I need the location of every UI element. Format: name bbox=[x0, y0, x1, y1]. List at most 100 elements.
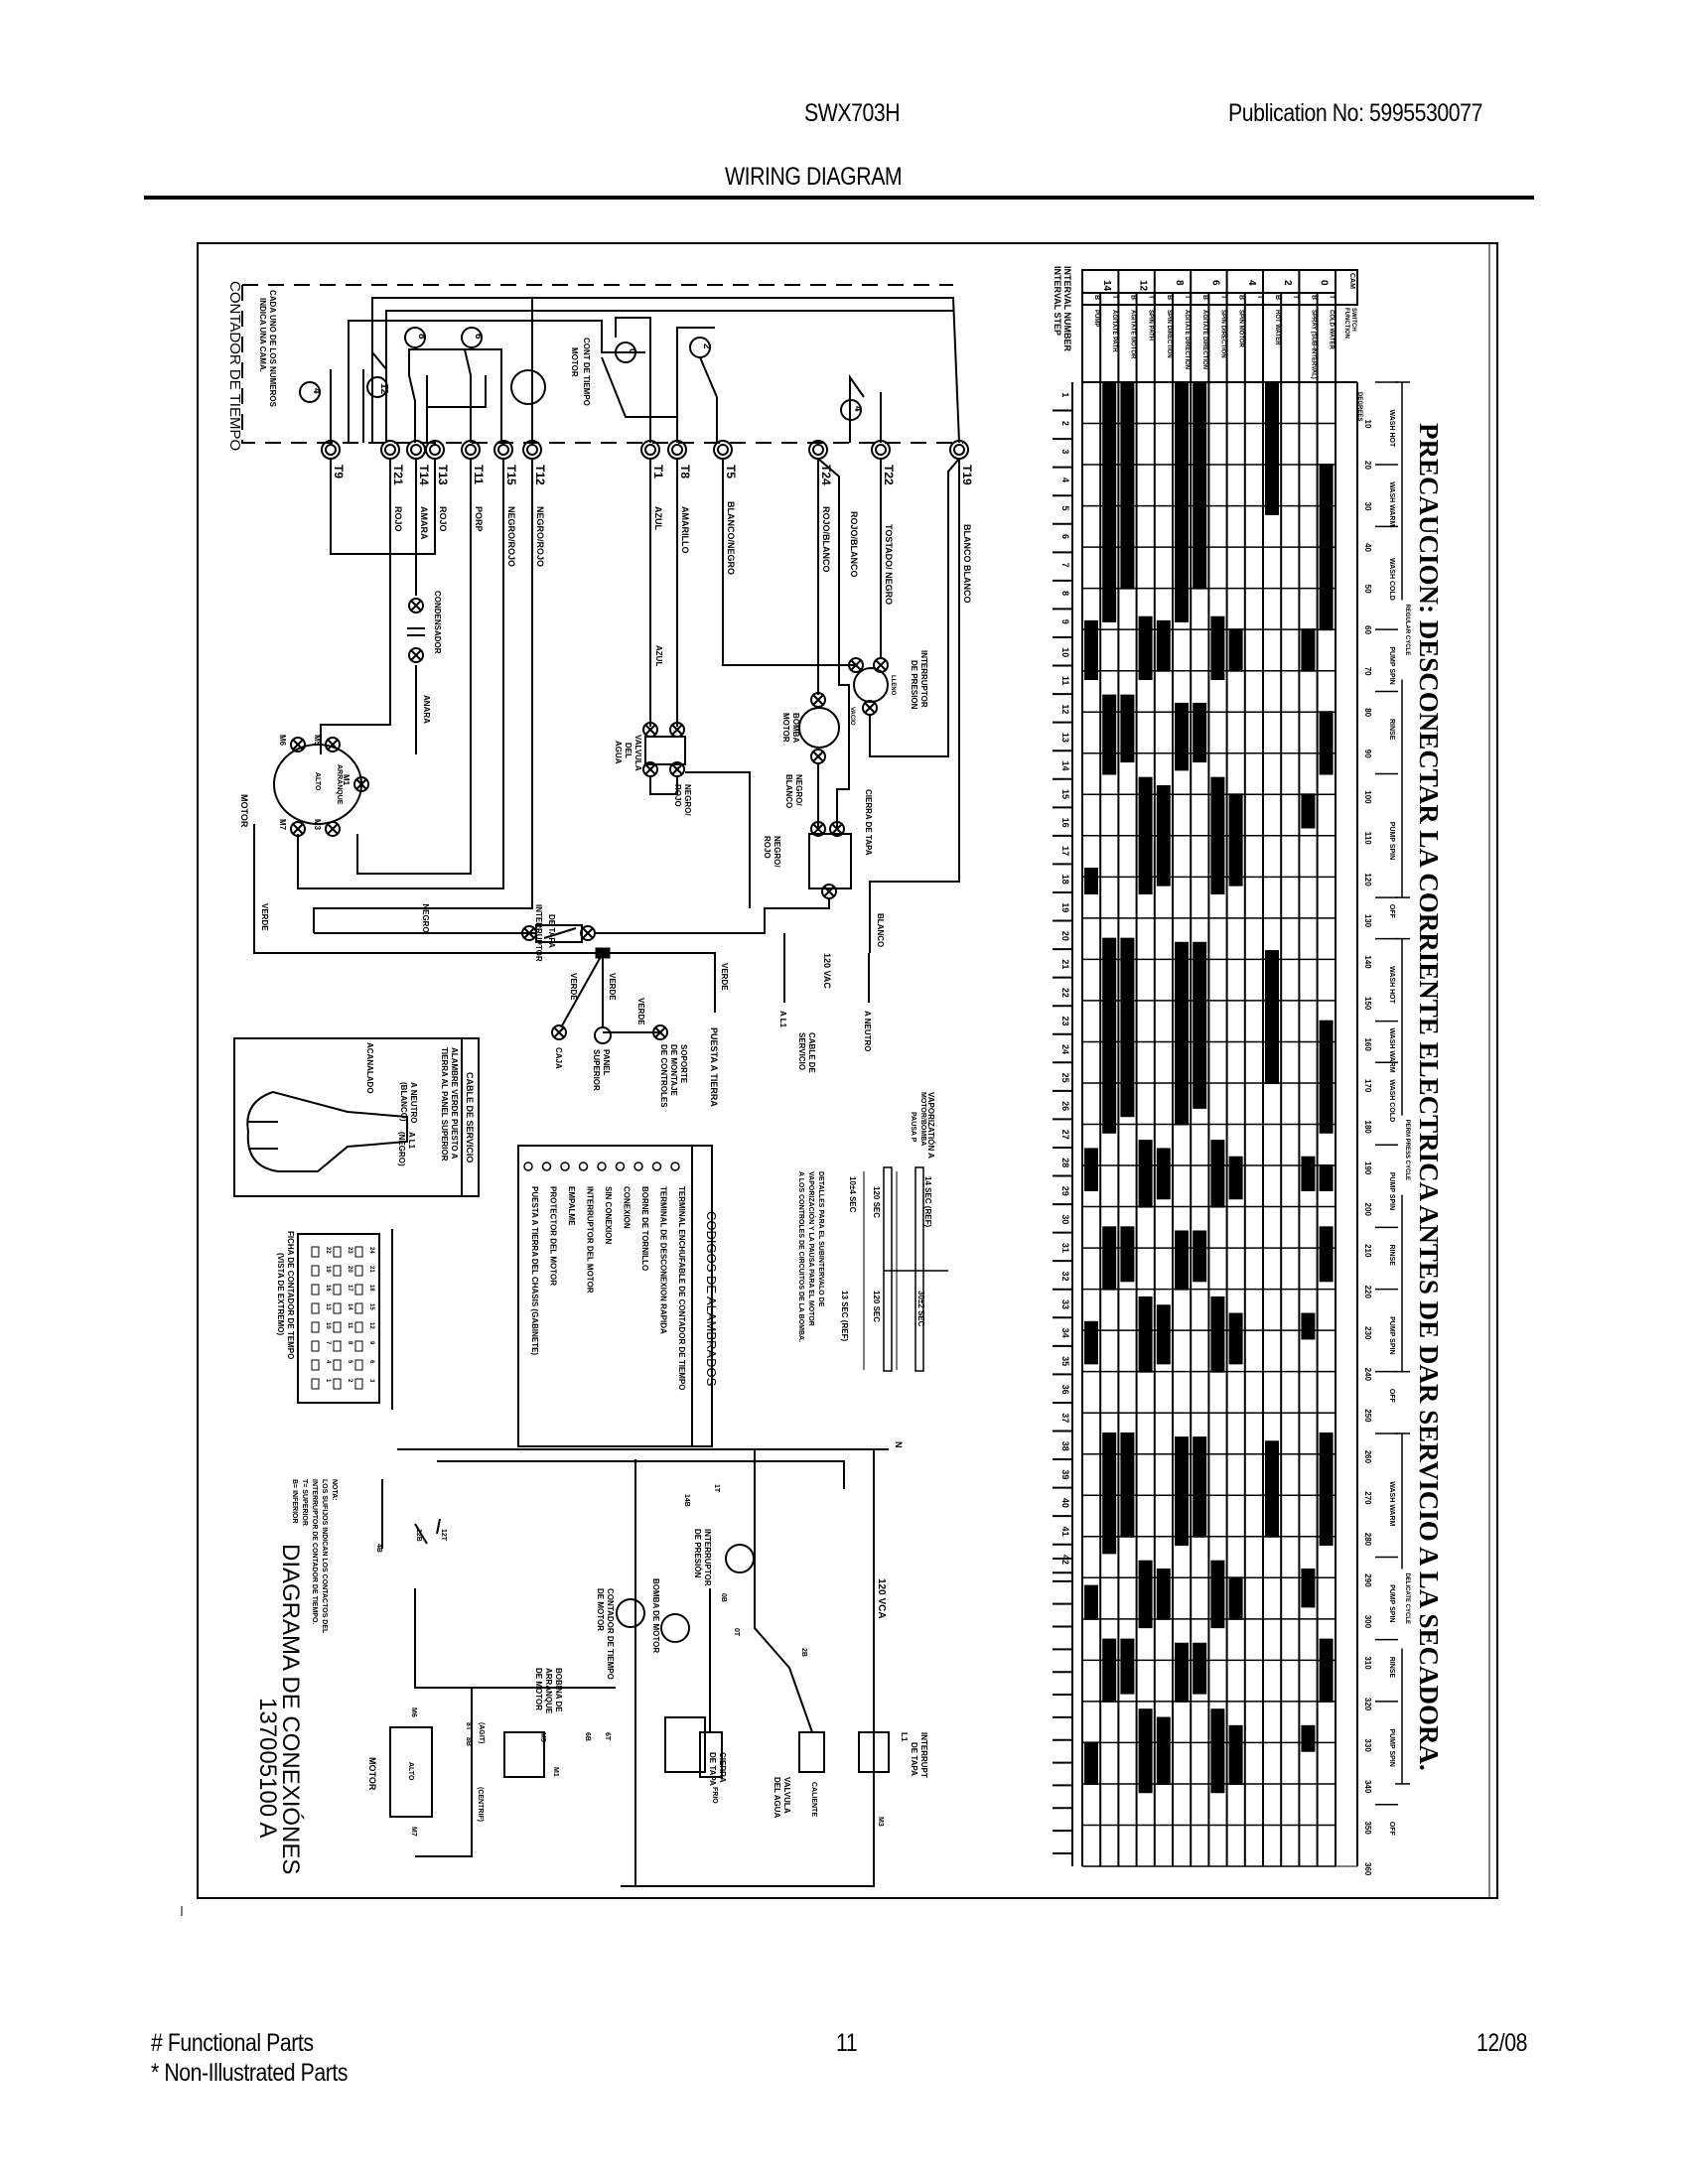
timing-30sec: 30±2 SEC bbox=[916, 1291, 925, 1327]
cam-number: 12 bbox=[378, 383, 389, 395]
degree-label: 110 bbox=[1363, 832, 1372, 845]
cam-number: 14 bbox=[1101, 280, 1112, 292]
terminal-T12-inner bbox=[526, 444, 538, 456]
ground-wire bbox=[253, 824, 716, 1013]
code-item-label: PUESTA A TIERRA DEL CHASIS (GABINETE) bbox=[530, 1186, 539, 1355]
hot-valve-label: CALIENTE bbox=[810, 1782, 817, 1817]
terminal-T8 bbox=[667, 440, 687, 460]
connector-pin-number: 16 bbox=[325, 1285, 331, 1292]
cam-tb-label: T bbox=[1329, 295, 1336, 300]
timer-bus bbox=[348, 320, 645, 443]
motor-high-label: ALTO bbox=[314, 772, 321, 791]
schematic-bus bbox=[437, 1460, 845, 1489]
code-item-label: TERMINAL ENCHUFABLE DE CONTADOR DE TIEMP… bbox=[677, 1186, 686, 1390]
cam-tb-label: T bbox=[1148, 295, 1155, 300]
cam-on-bar bbox=[1120, 694, 1135, 763]
sch-lid-switch bbox=[858, 1731, 890, 1773]
cam-number: 4 bbox=[852, 406, 863, 412]
cam-on-bar bbox=[1102, 1432, 1117, 1555]
connector-pin bbox=[333, 1265, 342, 1277]
terminal-T15-inner bbox=[497, 444, 509, 456]
schematic-title: DIAGRAMA DE CONEXIÓNES bbox=[277, 1544, 304, 1874]
connector-pin-number: 14 bbox=[347, 1303, 352, 1310]
cam-on-bar bbox=[1228, 1576, 1243, 1620]
interval-step-header: INTERVAL STEP bbox=[1053, 266, 1062, 336]
degree-label: 130 bbox=[1363, 914, 1372, 928]
connector-pin-number: 13 bbox=[325, 1303, 331, 1310]
cam-on-bar bbox=[1210, 1560, 1225, 1629]
switch-blade bbox=[543, 927, 577, 939]
switch-function-label: AGITATE DIRECTION bbox=[1201, 310, 1207, 369]
motor-terminal-M7 bbox=[290, 821, 306, 837]
code-symbol-icon bbox=[523, 1161, 533, 1171]
cam-on-bar bbox=[1228, 1156, 1243, 1200]
wire-color-label: NEGRO/ bbox=[773, 836, 781, 868]
timer-bus bbox=[385, 310, 953, 443]
x-mark bbox=[671, 763, 683, 775]
connector-pin-number: 23 bbox=[347, 1247, 352, 1254]
interval-number: 38 bbox=[1060, 1441, 1070, 1451]
terminal-label-T5: T5 bbox=[724, 465, 738, 478]
degree-label: 160 bbox=[1363, 1037, 1372, 1051]
pressure-label: INTERRUPTOR bbox=[703, 1529, 712, 1586]
interval-number: 6 bbox=[1060, 534, 1070, 539]
connector-pin-number: 6 bbox=[368, 1360, 374, 1364]
interval-number: 23 bbox=[1060, 1016, 1070, 1025]
connector-pin-number: 24 bbox=[368, 1247, 374, 1254]
sch-timer-motor bbox=[616, 1598, 645, 1628]
pump-label: BOMBA DE MOTOR bbox=[651, 1578, 660, 1653]
cycle-label: RINSE bbox=[1388, 719, 1395, 741]
cycle-label: OFF bbox=[1388, 1389, 1395, 1404]
wire-color-T12: NEGRO/ROJO bbox=[535, 506, 545, 567]
interval-number: 11 bbox=[1060, 676, 1070, 686]
wire-negro-rojo bbox=[685, 771, 751, 908]
cam-on-bar bbox=[1193, 1642, 1207, 1695]
interval-number: 8 bbox=[1060, 591, 1070, 596]
wire-color-label: BLANCO bbox=[784, 774, 793, 808]
cord-voltage-label: 120 VAC bbox=[822, 953, 832, 989]
switch-function-label: SPIN DIRECTION bbox=[1219, 310, 1225, 358]
wire-color-T24: ROJO/BLANCO bbox=[821, 506, 831, 573]
codes-title: CODIGOS DE ALAMBRADOS bbox=[704, 1211, 719, 1387]
ground-panel-label: SUPERIOR bbox=[592, 1049, 601, 1091]
cam-tb-label: T bbox=[1256, 295, 1263, 300]
cam-on-bar bbox=[1120, 381, 1135, 590]
connector-pin bbox=[354, 1321, 363, 1333]
cycle-label: RINSE bbox=[1388, 1244, 1395, 1266]
wire-t21 bbox=[320, 459, 391, 754]
timing-10sec: 10±4 SEC bbox=[848, 1176, 857, 1213]
contact-label: 8T bbox=[465, 1722, 472, 1731]
cam-on-bar bbox=[1210, 1708, 1225, 1794]
interval-number: 27 bbox=[1060, 1130, 1070, 1140]
footer-non-illustrated-parts: * Non-Illustrated Parts bbox=[151, 2059, 349, 2087]
connector-pin bbox=[333, 1321, 342, 1333]
interval-number: 34 bbox=[1060, 1328, 1070, 1338]
terminal-T21-inner bbox=[384, 444, 396, 456]
switch-function-label: SPIN PATH bbox=[1148, 310, 1154, 341]
schematic-note: B= INFERIOR bbox=[291, 1479, 298, 1524]
connector-pin bbox=[354, 1246, 363, 1258]
cam-on-bar bbox=[1102, 694, 1117, 775]
timer-bus bbox=[371, 297, 953, 443]
cam-on-bar bbox=[1120, 1432, 1135, 1538]
interval-number: 10 bbox=[1060, 647, 1070, 657]
interval-number: 35 bbox=[1060, 1356, 1070, 1366]
cam-on-bar bbox=[1102, 937, 1117, 1134]
x-mark bbox=[582, 927, 594, 939]
connector-pin-number: 15 bbox=[368, 1303, 374, 1310]
interval-number: 18 bbox=[1060, 875, 1070, 885]
connector-pin bbox=[333, 1359, 342, 1371]
motor-label: MOTOR bbox=[367, 1757, 377, 1791]
terminal-T13-inner bbox=[429, 444, 441, 456]
timer-motor-icon bbox=[510, 369, 546, 405]
cam-on-bar bbox=[1175, 1642, 1189, 1703]
code-item-label: TERMINAL DE DESCONEXION RAPIDA bbox=[659, 1186, 668, 1334]
timing-details: DETALLES PARA EL SUBINTERVALO DE bbox=[817, 1171, 824, 1307]
service-cable-l1: A L1 bbox=[407, 1132, 416, 1150]
sch-switch bbox=[436, 1518, 441, 1535]
cam-on-bar bbox=[1120, 937, 1135, 1118]
interval-number: 29 bbox=[1060, 1186, 1070, 1196]
x-mark bbox=[850, 659, 862, 671]
degree-label: 330 bbox=[1363, 1738, 1372, 1752]
drain-pump-motor bbox=[798, 707, 840, 749]
